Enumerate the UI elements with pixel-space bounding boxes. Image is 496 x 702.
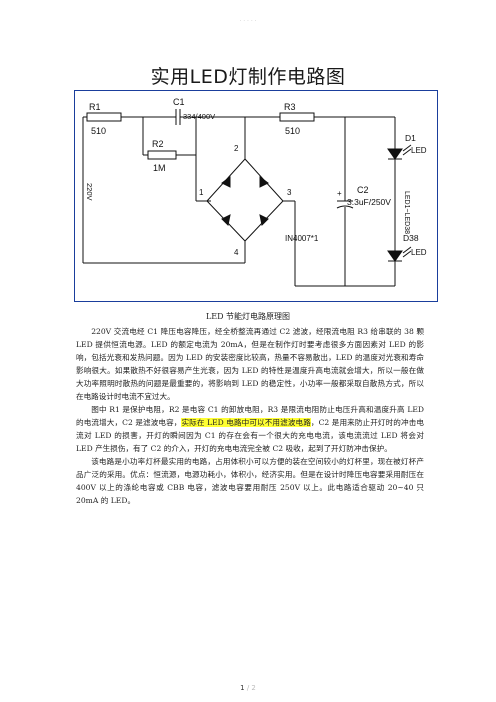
led-d1-body	[387, 148, 403, 160]
total-pages: 2	[251, 684, 256, 692]
page-number: 1	[240, 684, 245, 692]
d38-type: LED	[411, 248, 427, 257]
c1-name: C1	[173, 97, 185, 107]
voltage-label: 220V	[85, 183, 94, 201]
body-text: 220V 交流电经 C1 降压电容降压，经全桥整流再通过 C2 滤波，经限流电阻…	[76, 325, 424, 507]
c1-value: 334/400V	[183, 112, 215, 121]
page-footer: 1 / 2	[0, 684, 496, 692]
r1-name: R1	[89, 102, 101, 112]
paragraph-2-after: ，C2 是用来防止开灯时的冲击电流对 LED 的损害，开灯的瞬间因为 C1 的存…	[76, 418, 424, 453]
d38-name: D38	[403, 233, 419, 243]
r1-value: 510	[91, 126, 106, 136]
r2-name: R2	[152, 139, 164, 149]
led-range-label: LED1~LED38	[403, 191, 410, 234]
bridge-pin-3: 3	[287, 188, 292, 197]
bridge-pin-2: 2	[234, 144, 239, 153]
paragraph-2: 图中 R1 是保护电阻，R2 是电容 C1 的卸放电阻，R3 是限流电阻防止电压…	[76, 403, 424, 455]
r1-resistor	[86, 112, 122, 122]
r3-value: 510	[285, 126, 300, 136]
bridge-outline	[206, 158, 284, 242]
bridge-diodes	[221, 176, 269, 227]
led-arrows	[402, 144, 412, 258]
r3-name: R3	[284, 102, 296, 112]
r3-resistor	[279, 112, 315, 122]
paragraph-3: 该电路是小功率灯杯最实用的电路，占用体积小可以方便的装在空间较小的灯杯里，现在被…	[76, 457, 424, 505]
led-d38-body	[387, 250, 403, 262]
figure-caption: LED 节能灯电路原理图	[205, 312, 291, 321]
header-mark: · · · · ·	[239, 18, 257, 25]
page-separator: /	[246, 684, 250, 692]
r2-resistor	[147, 150, 177, 160]
c2-name: C2	[357, 185, 369, 195]
c2-plus: +	[337, 189, 342, 198]
d1-name: D1	[405, 133, 416, 143]
circuit-diagram: R1 510 C1 334/400V R2 1M R3 510 C2 3.3uF…	[74, 90, 438, 302]
c2-value: 3.3uF/250V	[347, 197, 391, 207]
r2-value: 1M	[153, 163, 166, 173]
bridge-pin-4: 4	[234, 248, 239, 257]
paragraph-1: 220V 交流电经 C1 降压电容降压，经全桥整流再通过 C2 滤波，经限流电阻…	[76, 327, 424, 401]
c2-plate-bottom	[336, 205, 354, 209]
bridge-pin-1: 1	[199, 188, 204, 197]
paragraph-2-before: 图中 R1 是保护电阻，R2 是电容 C1 的卸放电阻，R3 是限流电阻防止电压…	[76, 405, 424, 427]
circuit-svg: R1 510 C1 334/400V R2 1M R3 510 C2 3.3uF…	[82, 97, 427, 287]
highlighted-text: 实际在 LED 电路中可以不用滤波电路	[181, 418, 311, 427]
d1-type: LED	[411, 146, 427, 155]
page-title: 实用LED灯制作电路图	[150, 66, 346, 88]
diode-part-label: IN4007*1	[285, 234, 319, 243]
